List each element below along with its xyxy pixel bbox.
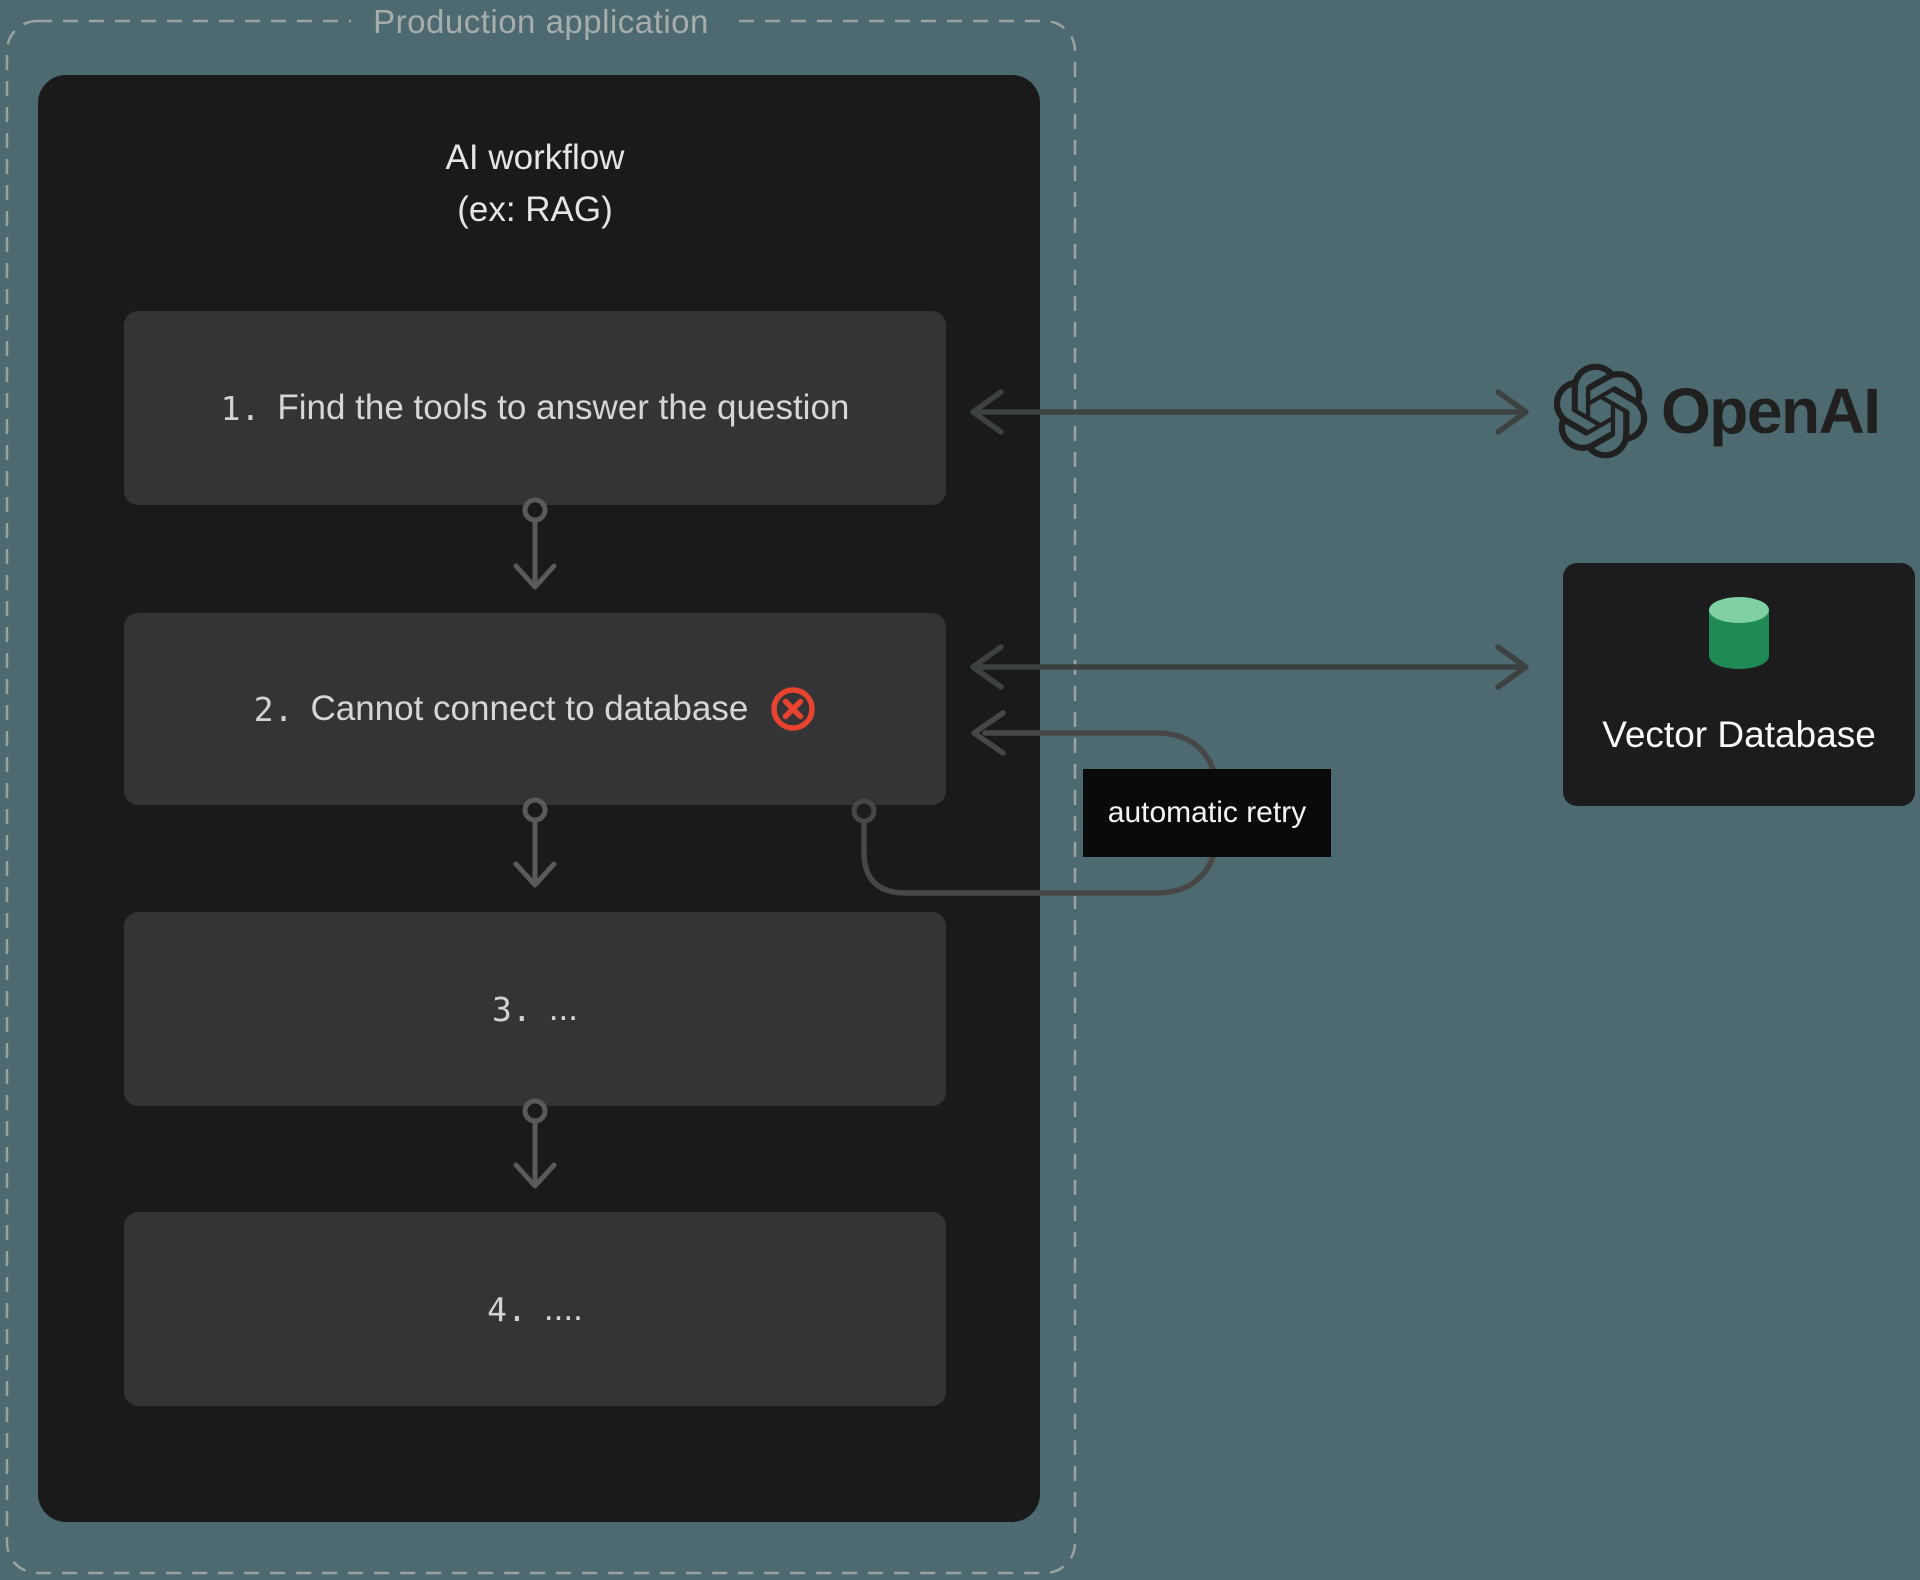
step-2-box: 2. Cannot connect to database: [124, 613, 946, 805]
workflow-title-line1: AI workflow: [445, 138, 625, 177]
workflow-title-line2: (ex: RAG): [457, 190, 613, 229]
automatic-retry-badge: automatic retry: [1083, 769, 1331, 857]
step-2-number: 2.: [253, 689, 294, 729]
step-2-label: Cannot connect to database: [310, 689, 749, 728]
step-4-number: 4.: [487, 1289, 527, 1329]
step-3-label: ...: [548, 989, 578, 1028]
vectordb-double-arrow: [970, 644, 1529, 690]
vector-database-card: Vector Database: [1563, 563, 1915, 806]
workflow-title: AI workflow (ex: RAG): [124, 132, 946, 236]
production-application-label: Production application: [351, 0, 731, 44]
step-3-box: 3. ...: [124, 912, 946, 1106]
vector-database-label: Vector Database: [1602, 714, 1876, 755]
step-1-label: Find the tools to answer the question: [277, 388, 850, 427]
openai-double-arrow: [970, 389, 1529, 435]
openai-wordmark: OpenAI: [1661, 375, 1881, 447]
step-4-label: ....: [543, 1289, 583, 1328]
step-3-number: 3.: [492, 989, 532, 1029]
database-cylinder-icon: [1709, 597, 1769, 669]
step-1-number: 1.: [220, 388, 261, 428]
step-1-box: 1. Find the tools to answer the question: [124, 311, 946, 505]
step-4-box: 4. ....: [124, 1212, 946, 1406]
error-x-circle-icon: [771, 687, 816, 731]
openai-logo: OpenAI: [1552, 362, 1881, 460]
openai-mark-icon: [1553, 363, 1648, 459]
